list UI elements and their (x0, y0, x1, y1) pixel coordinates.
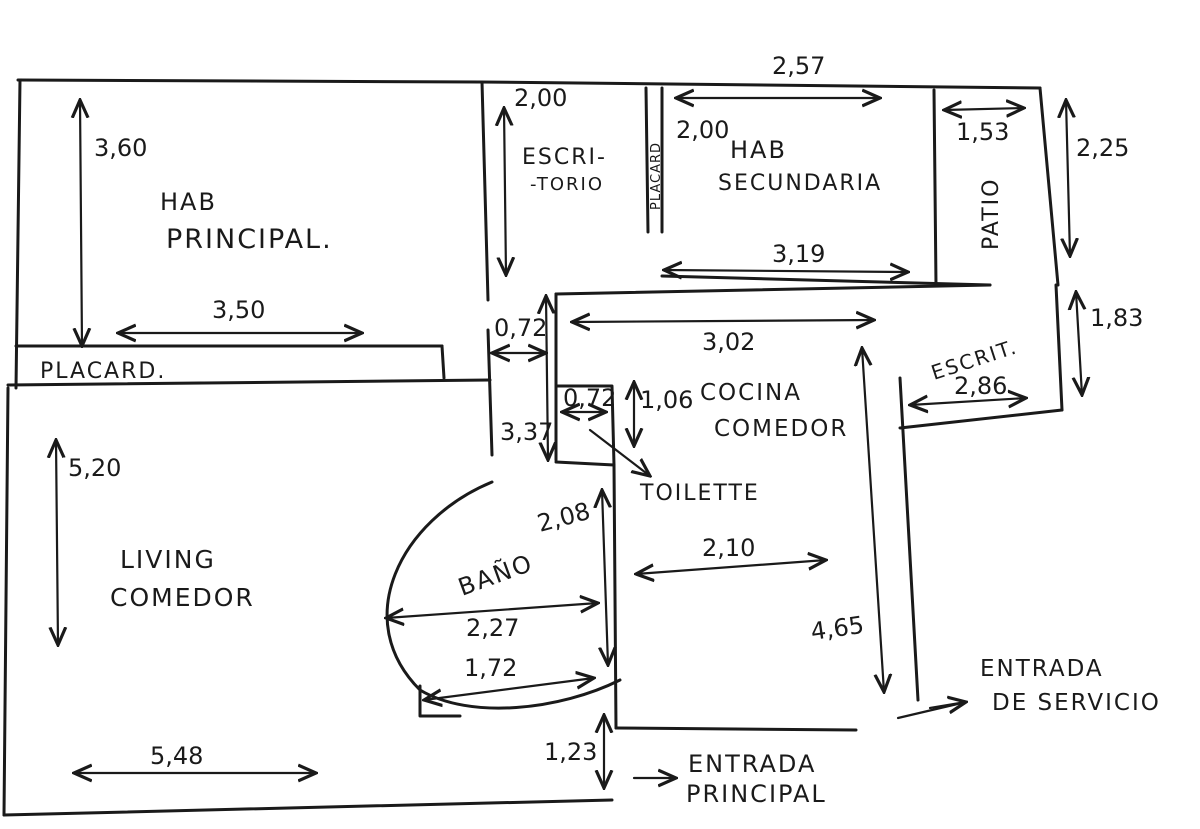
dim-257: 2,57 (772, 52, 825, 80)
dim-183: 1,83 (1090, 304, 1143, 332)
label-placard-horizontal: PLACARD. (40, 359, 166, 384)
label-toilette: TOILETTE (639, 481, 760, 506)
dim-line-360 (80, 100, 82, 346)
arrow-entrada-servicio (928, 702, 966, 708)
dim-line-183 (1076, 292, 1082, 395)
wall-kitchen-right (898, 376, 920, 702)
label-hab-principal-2: PRINCIPAL. (166, 224, 333, 255)
wall-left-upper (14, 78, 22, 390)
wall-left-lower (2, 386, 10, 817)
wall-escritorio-left (480, 80, 490, 302)
dim-208: 2,08 (534, 497, 593, 538)
wall-toilette-box (554, 384, 616, 467)
dim-line-227 (386, 603, 598, 618)
wall-bano-bottom (418, 684, 462, 718)
dim-172: 1,72 (464, 654, 517, 682)
wall-bottom (2, 798, 614, 817)
wall-kitchen-bottom (614, 726, 858, 732)
dim-225: 2,25 (1076, 134, 1129, 162)
wall-living-top (6, 378, 492, 387)
dim-line-302 (572, 320, 874, 322)
label-entrada-servicio-1: ENTRADA (980, 656, 1104, 682)
dim-360: 3,60 (94, 134, 147, 162)
wall-placard-end (440, 344, 446, 380)
wall-pasillo-left (486, 328, 494, 457)
dim-302: 3,02 (702, 328, 755, 356)
label-hab-secundaria-1: HAB (730, 136, 787, 164)
dim-123: 1,23 (544, 738, 597, 766)
dim-548: 5,48 (150, 742, 203, 770)
dim-200-escritorio: 2,00 (514, 84, 567, 112)
label-cocina: COCINA (700, 380, 802, 406)
dim-line-225 (1066, 100, 1070, 256)
wall-placard-divider-left (644, 86, 650, 234)
dim-106: 1,06 (640, 386, 693, 414)
dim-072-pasillo: 0,72 (494, 314, 547, 342)
dim-319: 3,19 (772, 240, 825, 268)
dim-200-hab-secundaria: 2,00 (676, 116, 729, 144)
dim-line-286 (910, 398, 1026, 405)
label-hab-secundaria-2: SECUNDARIA (718, 171, 882, 196)
label-placard-vertical: PLACARD (649, 142, 664, 210)
dim-520: 5,20 (68, 454, 121, 482)
wall-escrit-bottom (898, 408, 1064, 430)
dim-line-208 (602, 490, 608, 665)
label-hab-principal-1: HAB (160, 188, 217, 216)
dim-line-172 (424, 678, 594, 700)
dim-line-337 (546, 296, 548, 460)
wall-kitchen-top (554, 283, 992, 296)
dim-227: 2,27 (466, 614, 519, 642)
wall-kitchen-left (612, 463, 618, 730)
label-living-comedor: COMEDOR (110, 583, 255, 612)
room-labels: HAB PRINCIPAL. ESCRI- -TORIO PLACARD HAB… (40, 136, 1161, 808)
label-entrada-servicio-2: DE SERVICIO (992, 690, 1161, 716)
dim-line-200-escritorio (504, 108, 506, 275)
wall-top-right (478, 80, 1042, 90)
dim-210: 2,10 (702, 534, 755, 562)
dim-337: 3,37 (500, 418, 553, 446)
dim-350: 3,50 (212, 296, 265, 324)
dim-line-319 (664, 270, 908, 272)
label-escritorio-1: ESCRI- (522, 145, 607, 170)
dim-465: 4,65 (809, 611, 866, 646)
label-escritorio-2: -TORIO (530, 174, 604, 195)
wall-right-upper (1038, 86, 1060, 287)
dim-072-toilette: 0,72 (563, 384, 616, 412)
dimension-values: 2,57 2,00 2,00 1,53 2,25 3,60 3,19 3,50 … (68, 52, 1143, 770)
dim-line-465 (862, 348, 884, 692)
dim-line-toilette-pointer (588, 428, 650, 476)
wall-top-left (16, 78, 482, 84)
label-patio: PATIO (979, 178, 1004, 250)
wall-right-lower (1054, 283, 1064, 412)
dim-153: 1,53 (956, 118, 1009, 146)
dim-286: 2,86 (954, 372, 1007, 400)
dim-line-210 (636, 560, 826, 574)
wall-hab-secundaria-bottom (660, 274, 992, 287)
label-entrada-principal-1: ENTRADA (688, 750, 816, 778)
label-entrada-principal-2: PRINCIPAL (686, 780, 827, 808)
dim-line-153 (944, 108, 1024, 110)
wall-patio-left (932, 88, 938, 287)
label-living: LIVING (120, 545, 216, 574)
label-comedor: COMEDOR (714, 416, 848, 442)
dim-line-520 (56, 440, 58, 645)
dimension-lines (56, 98, 1082, 788)
label-bano: BAÑO (454, 547, 537, 602)
